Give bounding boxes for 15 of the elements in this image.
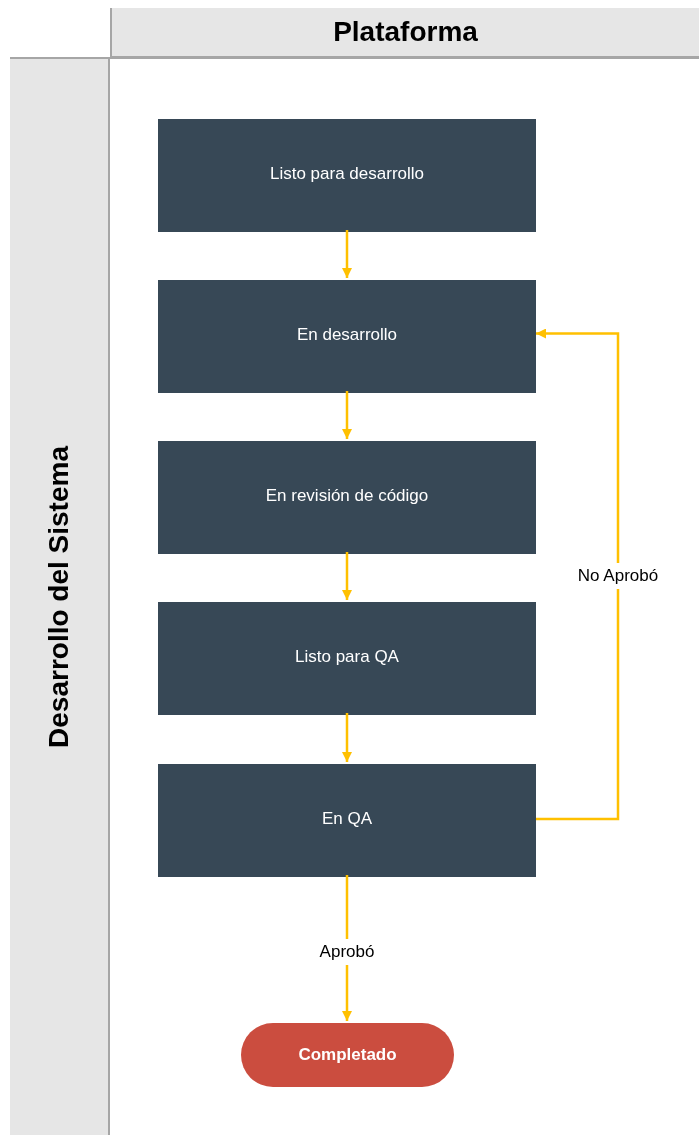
arrow bbox=[342, 552, 352, 600]
process-box: Listo para desarrollo bbox=[158, 119, 536, 232]
terminal-pill: Completado bbox=[241, 1023, 454, 1087]
process-box: Listo para QA bbox=[158, 602, 536, 715]
arrow bbox=[342, 713, 352, 762]
process-box: En revisión de código bbox=[158, 441, 536, 554]
arrow bbox=[342, 230, 352, 278]
lane-label: Desarrollo del Sistema bbox=[43, 446, 75, 748]
arrow bbox=[342, 391, 352, 439]
swimlane bbox=[10, 57, 699, 1135]
process-box: En desarrollo bbox=[158, 280, 536, 393]
edge-label: Aprobó bbox=[317, 939, 377, 965]
arrow bbox=[536, 328, 620, 821]
process-box: En QA bbox=[158, 764, 536, 877]
lane-header: Plataforma bbox=[110, 8, 699, 58]
